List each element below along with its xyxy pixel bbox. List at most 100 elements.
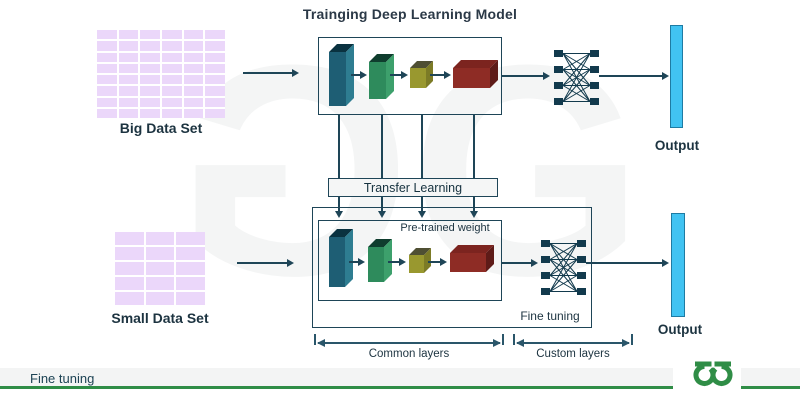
model-layer-1 [329,44,354,106]
transfer-line-2 [381,115,383,178]
grid-cell [145,292,175,305]
pretrained-layer-2 [368,239,392,282]
grid-cell [176,262,205,275]
output-bar-bottom [671,213,685,317]
arrow-layer2-3 [390,71,408,78]
grid-cell [97,86,117,96]
pretrained-label: Pre-trained weight [400,222,490,234]
grid-cell [161,52,182,62]
grid-cell [183,75,204,85]
cuboid-face [345,229,353,287]
grid-cell [97,30,117,40]
fine-tuning-box [312,207,592,328]
transfer-learning-label: Transfer Learning [363,180,463,195]
grid-cell [205,86,225,96]
cuboid-face [386,54,394,99]
grid-cell [97,75,117,85]
grid-cell [145,262,175,275]
grid-cell [118,86,139,96]
grid-cell [118,52,139,62]
common-layers-arrow [314,334,504,347]
arrow-pre-layer3-4 [428,258,447,265]
grid-cell [205,108,225,118]
grid-cell [161,108,182,118]
footer-caption: Fine tuning [30,371,95,386]
grid-cell [118,30,139,40]
grid-cell [115,262,144,275]
grid-cell [145,232,175,245]
custom-layers-label: Custom layers [536,348,610,360]
footer-band-left [0,368,673,387]
arrow-network-to-output-bottom [586,259,669,267]
training-model-box [318,37,502,115]
grid-cell [183,30,204,40]
arrow-smalldata-to-model [237,259,294,267]
fully-connected-network-icon-top [554,50,599,105]
grid-cell [140,30,160,40]
grid-cell [205,30,225,40]
arrow-network-to-output-top [599,72,669,80]
output-label-bottom: Output [657,322,703,337]
grid-cell [97,97,117,107]
transfer-arrow-1 [334,197,343,218]
grid-cell [118,97,139,107]
transfer-learning-box: Transfer Learning [328,178,498,197]
cuboid-face [450,253,486,272]
grid-cell [118,63,139,73]
grid-cell [161,30,182,40]
cuboid-face [329,237,345,287]
grid-cell [176,277,205,290]
arrow-layer1-2 [351,71,367,78]
transfer-line-3 [421,115,423,178]
grid-cell [97,52,117,62]
grid-cell [115,292,144,305]
transfer-arrow-3 [417,197,426,218]
grid-cell [118,108,139,118]
model-layer-3 [410,61,433,88]
grid-cell [161,41,182,51]
grid-cell [140,41,160,51]
grid-cell [183,86,204,96]
footer-band-right [741,368,800,387]
background-watermark-gg: GG [205,2,644,338]
grid-cell [140,75,160,85]
cuboid-face [368,247,384,282]
custom-layers-arrow [513,334,633,347]
grid-cell [97,41,117,51]
arrow-pre-layer2-3 [388,258,406,265]
arrow-bigdata-to-model [243,69,299,77]
grid-cell [145,277,175,290]
grid-cell [183,97,204,107]
pretrained-layer-1 [329,229,353,287]
grid-cell [115,247,144,260]
geeksforgeeks-logo [693,361,733,386]
model-layer-4 [453,60,498,88]
grid-cell [176,232,205,245]
small-dataset-grid [115,232,205,305]
grid-cell [161,86,182,96]
grid-cell [176,292,205,305]
arrow-pretrained-to-network [502,259,538,267]
grid-cell [140,108,160,118]
grid-cell [145,247,175,260]
grid-cell [140,63,160,73]
cuboid-face [410,68,426,88]
transfer-line-4 [473,115,475,178]
pretrained-box [318,220,502,301]
footer-green-rule-right [741,386,800,389]
grid-cell [140,52,160,62]
transfer-line-1 [338,115,340,178]
arrow-pre-layer1-2 [349,258,365,265]
arrow-layer3-4 [430,71,451,78]
grid-cell [97,63,117,73]
cuboid-face [369,62,386,99]
grid-cell [97,108,117,118]
fine-tuning-inner-label: Fine tuning [520,309,580,323]
grid-cell [140,97,160,107]
grid-cell [205,97,225,107]
output-label-top: Output [654,138,700,153]
grid-cell [205,63,225,73]
grid-cell [140,86,160,96]
cuboid-face [329,52,346,106]
grid-cell [183,52,204,62]
